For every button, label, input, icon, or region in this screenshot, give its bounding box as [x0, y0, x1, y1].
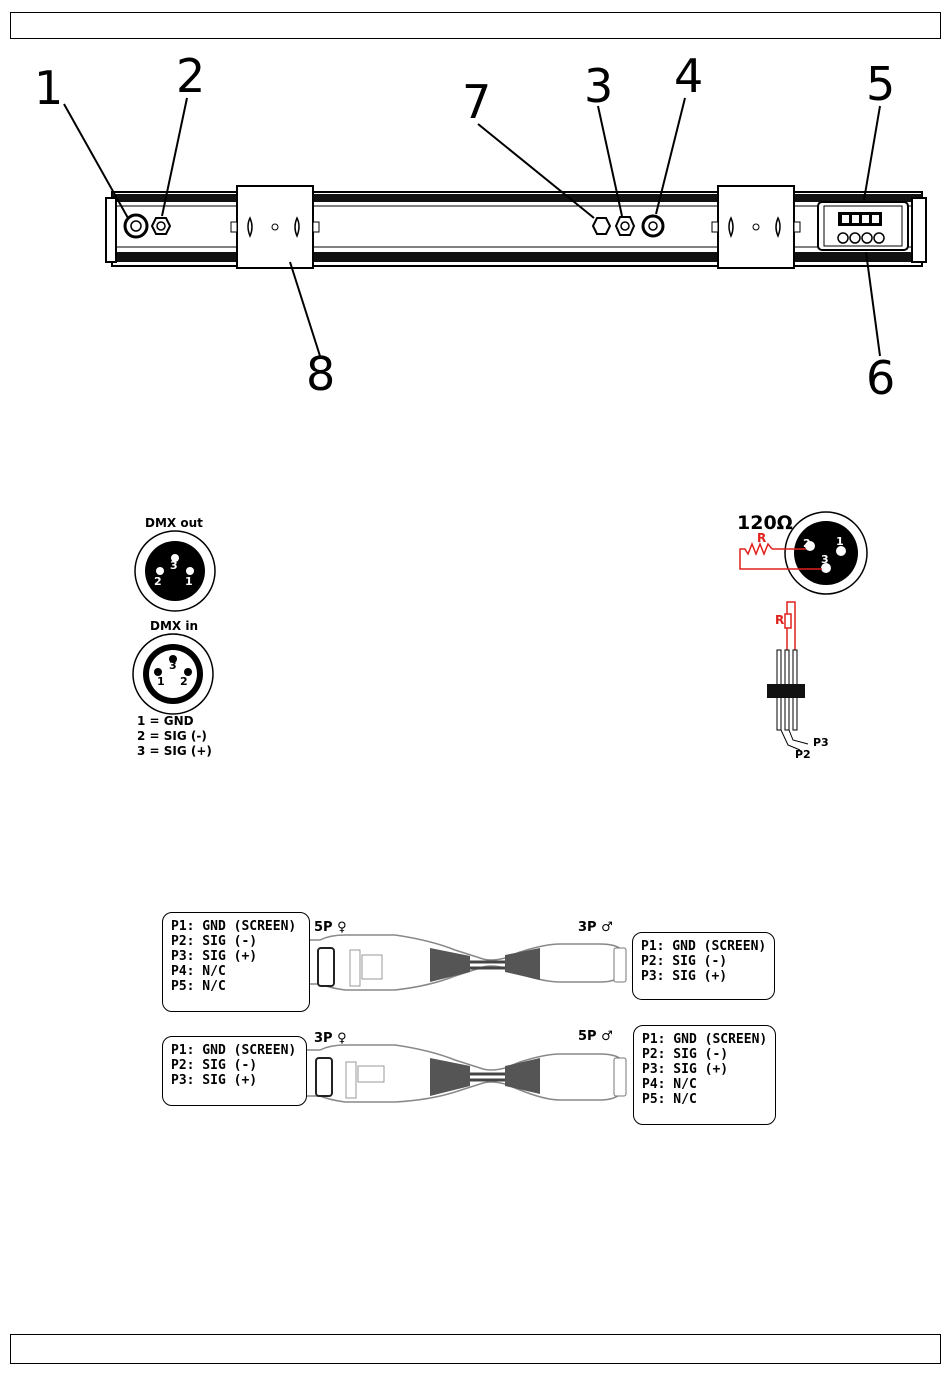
terminator-resistance: 120Ω	[737, 512, 793, 534]
fuse-holder	[591, 217, 612, 235]
callout-5: 5	[866, 57, 895, 111]
leader-lines	[63, 97, 881, 357]
adapter1-right-line-2: P2: SIG (-)	[641, 954, 728, 969]
dmx-in-connector	[641, 214, 665, 238]
adapter1-left-line-4: P4: N/C	[171, 964, 226, 979]
adapter2-left-line-3: P3: SIG (+)	[171, 1073, 258, 1088]
adapter1-right-line-1: P1: GND (SCREEN)	[641, 939, 767, 954]
dmx-out-pin-2: 2	[154, 575, 162, 588]
dmx-in-pin-3: 3	[169, 659, 177, 672]
power-out-connector	[150, 217, 172, 235]
callout-8: 8	[306, 347, 335, 401]
control-buttons	[837, 232, 885, 244]
dmx-in-title: DMX in	[150, 619, 198, 633]
callout-2: 2	[176, 49, 205, 103]
adapter1-left-box: P1: GND (SCREEN) P2: SIG (-) P3: SIG (+)…	[162, 912, 310, 1012]
terminator-pin-2: 2	[803, 537, 811, 550]
adapter1-right-line-3: P3: SIG (+)	[641, 969, 728, 984]
power-in-connector	[123, 213, 149, 239]
callout-4: 4	[674, 49, 703, 103]
dmx-out-pin-3: 3	[170, 559, 178, 572]
resistor-label: R	[757, 531, 766, 545]
adapter2-right-line-3: P3: SIG (+)	[642, 1062, 729, 1077]
p3-label: P3	[813, 736, 829, 749]
adapter2-left-line-2: P2: SIG (-)	[171, 1058, 258, 1073]
dmx-in-connector-face: 3 1 2	[132, 633, 214, 715]
adapter-cable-2	[299, 1044, 627, 1103]
terminator-pin-3: 3	[821, 553, 829, 566]
adapter2-left-label: 3P ♀	[314, 1031, 347, 1046]
adapter2-right-label: 5P ♂	[578, 1029, 613, 1044]
dmx-out-connector-face: 3 2 1	[134, 530, 216, 612]
adapter1-left-line-5: P5: N/C	[171, 979, 226, 994]
callout-6: 6	[866, 351, 895, 405]
adapter2-left-box: P1: GND (SCREEN) P2: SIG (-) P3: SIG (+)	[162, 1036, 307, 1106]
pin-legend-1: 1 = GND	[137, 714, 194, 728]
mounting-bracket-right	[711, 185, 801, 269]
adapter1-left-line-3: P3: SIG (+)	[171, 949, 258, 964]
adapter1-left-line-2: P2: SIG (-)	[171, 934, 258, 949]
device-diagram: 1 2 3 4 5 6 7 8	[34, 49, 927, 405]
resistor-label-header: R	[775, 613, 784, 627]
control-panel	[817, 201, 909, 251]
adapter-cable-1	[299, 934, 627, 991]
adapter1-left-label: 5P ♀	[314, 920, 347, 935]
adapter2-right-box: P1: GND (SCREEN) P2: SIG (-) P3: SIG (+)…	[633, 1025, 776, 1125]
header-frame	[10, 12, 941, 39]
adapter2-right-line-2: P2: SIG (-)	[642, 1047, 729, 1062]
adapter1-right-label: 3P ♂	[578, 920, 613, 935]
adapter1-right-box: P1: GND (SCREEN) P2: SIG (-) P3: SIG (+)	[632, 932, 775, 1000]
callout-7: 7	[462, 75, 491, 129]
mounting-bracket-left	[230, 185, 320, 269]
dmx-in-pin-1: 1	[157, 675, 165, 688]
terminator-pin-1: 1	[836, 535, 844, 548]
terminator-resistor-wire	[739, 541, 822, 570]
adapter2-right-line-4: P4: N/C	[642, 1077, 697, 1092]
adapter2-right-line-5: P5: N/C	[642, 1092, 697, 1107]
dmx-in-pin-2: 2	[180, 675, 188, 688]
dmx-out-pin-1: 1	[185, 575, 193, 588]
dmx-out-connector	[614, 216, 636, 236]
pin-legend-2: 2 = SIG (-)	[137, 729, 207, 743]
footer-frame	[10, 1334, 941, 1364]
callout-1: 1	[34, 61, 63, 115]
adapter2-left-line-1: P1: GND (SCREEN)	[171, 1043, 297, 1058]
dmx-out-title: DMX out	[145, 516, 203, 530]
callout-3: 3	[584, 59, 613, 113]
pin-legend-3: 3 = SIG (+)	[137, 744, 212, 758]
adapter2-right-line-1: P1: GND (SCREEN)	[642, 1032, 768, 1047]
terminator-pin-header	[767, 601, 809, 751]
p2-label: P2	[795, 748, 811, 761]
adapter1-left-line-1: P1: GND (SCREEN)	[171, 919, 297, 934]
dmx-pinout-diagram: DMX out 3 2 1 DMX in 3 1 2 1 = GND 2 = S…	[132, 511, 868, 761]
